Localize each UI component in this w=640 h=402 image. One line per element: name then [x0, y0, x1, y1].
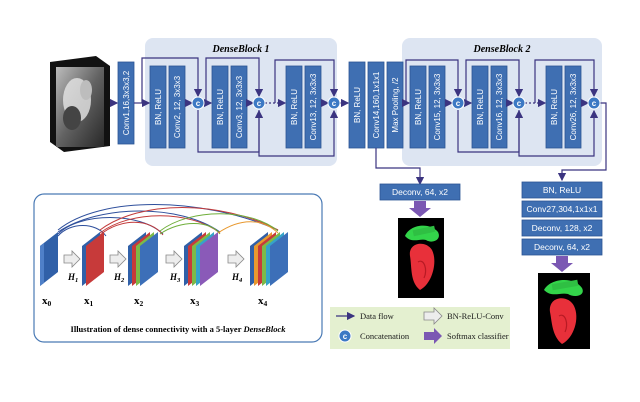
side-deconv-block	[379, 183, 461, 201]
x2-label: x2	[134, 295, 144, 308]
concat-symbol-1: c	[196, 99, 201, 108]
legend-concatenation-label: Concatenation	[360, 331, 410, 341]
block2-layer1-bn-label: BN, ReLU	[414, 89, 423, 125]
heart-segmentation-output	[538, 273, 590, 349]
concat-symbol-3: c	[332, 99, 337, 108]
h4-label: H4	[231, 272, 243, 284]
heart-segmentation-side	[398, 218, 444, 298]
x3-label: x3	[190, 295, 200, 308]
block1-layer2-bn-label: BN, ReLU	[216, 89, 225, 125]
h1-label: H1	[67, 272, 78, 284]
block2-layer2-bn-label: BN, ReLU	[476, 89, 485, 125]
legend-data-flow: Data flow	[336, 311, 395, 321]
block2-layer2-conv-label: Conv16, 12, 3x3x3	[495, 73, 504, 140]
legend-softmax-label: Softmax classifier	[447, 331, 509, 341]
side-deconv-label: Deconv, 64, x2	[392, 187, 448, 197]
softmax-arrow-output	[551, 256, 573, 272]
x1-label: x1	[84, 295, 94, 308]
main-flow-arrows	[109, 57, 607, 186]
block2-layer1-conv-label: Conv15, 12, 3x3x3	[433, 73, 442, 140]
transition-conv-label: Conv14,160,1x1x1	[372, 71, 381, 138]
denseblock-2-title: DenseBlock 2	[473, 44, 531, 55]
legend-concat-symbol: c	[343, 332, 348, 341]
x0-label: x0	[42, 295, 52, 308]
concat-nodes: c c c c c c	[191, 96, 601, 110]
legend-bn-relu-conv: BN-ReLU-Conv	[423, 307, 504, 325]
block2-layer3-bn-label: BN, ReLU	[550, 89, 559, 125]
out-conv27-label: Conv27,304,1x1x1	[527, 204, 598, 214]
out-deconv1-label: Deconv, 128, x2	[532, 223, 593, 233]
out-bn-block	[521, 181, 603, 199]
legend-bn-relu-conv-label: BN-ReLU-Conv	[447, 311, 504, 321]
concat-symbol-5: c	[517, 99, 522, 108]
legend-concatenation: c Concatenation	[338, 329, 410, 343]
out-deconv1-block	[521, 219, 603, 237]
illustration-caption: Illustration of dense connectivity with …	[71, 324, 287, 334]
block1-layer2-conv-label: Conv3, 12, 3x3x3	[235, 75, 244, 138]
out-conv27-block	[521, 200, 603, 218]
denseblock-1-title: DenseBlock 1	[212, 44, 270, 55]
h-transition-arrows	[63, 250, 245, 268]
block2-layer3-conv-label: Conv26, 12, 3x3x3	[569, 73, 578, 140]
softmax-arrow-side	[409, 201, 431, 217]
block1-layer1-conv-label: Conv2, 12, 3x3x3	[173, 75, 182, 138]
conv1-label: Conv1,16,3x3x3,2	[122, 70, 131, 135]
out-deconv2-label: Deconv, 64, x2	[534, 242, 590, 252]
concat-symbol-4: c	[456, 99, 461, 108]
ct-volume-image	[50, 56, 110, 152]
block1-layer3-bn-label: BN, ReLU	[290, 89, 299, 125]
legend-data-flow-label: Data flow	[360, 311, 395, 321]
out-deconv2-block	[521, 238, 603, 256]
feature-map-stacks	[40, 232, 288, 286]
block1-layer3-conv-label: Conv13, 12, 3x3x3	[309, 73, 318, 140]
legend-softmax: Softmax classifier	[424, 328, 509, 344]
h3-label: H3	[169, 272, 181, 284]
x4-label: x4	[258, 295, 268, 308]
transition-pool-label: Max Pooling, /2	[391, 77, 400, 133]
h2-label: H2	[113, 272, 125, 284]
concat-symbol-6: c	[592, 99, 597, 108]
transition-bn-label: BN, ReLU	[353, 87, 362, 123]
legend-box	[330, 307, 510, 349]
dense-connection-arcs	[57, 204, 279, 237]
concat-symbol-2: c	[257, 99, 262, 108]
out-bn-label: BN, ReLU	[543, 185, 581, 195]
block1-layer1-bn-label: BN, ReLU	[154, 89, 163, 125]
